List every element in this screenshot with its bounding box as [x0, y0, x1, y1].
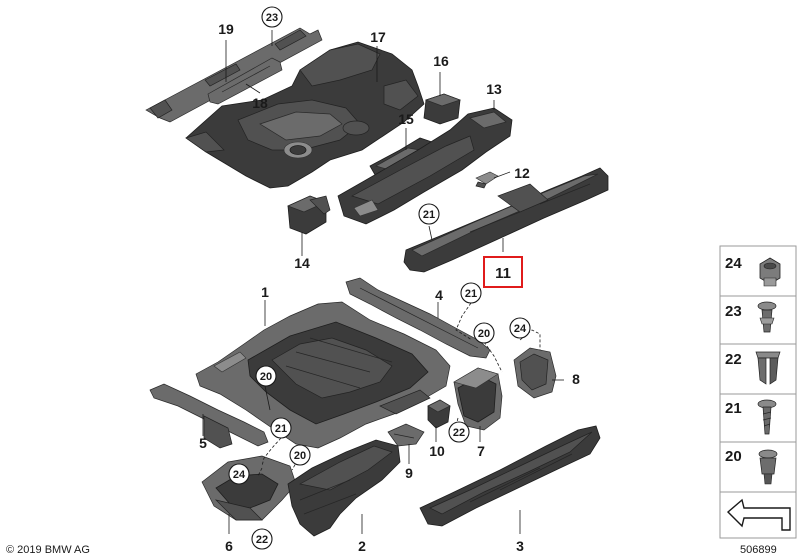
- part-2-foam-block: [287, 439, 401, 537]
- part-6-bin: [201, 455, 297, 521]
- diagram-id: 506899: [740, 544, 777, 556]
- circled-20-center: 20: [260, 371, 272, 383]
- part-9-tray: [387, 423, 425, 447]
- legend-item-22[interactable]: 22: [719, 343, 797, 395]
- legend-item-24[interactable]: 24: [719, 245, 797, 297]
- fastener-legend: 24 23 22: [719, 245, 797, 539]
- callout-17: 17: [370, 29, 386, 45]
- circled-callouts: 23 21 21 20 24 20 21 20 24 22 22: [228, 6, 531, 550]
- legend-number: 23: [725, 303, 742, 320]
- callout-19: 19: [218, 21, 234, 37]
- callout-4: 4: [435, 287, 443, 303]
- callout-10: 10: [429, 443, 445, 459]
- callout-5: 5: [199, 435, 207, 451]
- circled-22-bottom: 22: [256, 534, 268, 546]
- circled-20-lower: 20: [294, 450, 306, 462]
- legend-item-arrow[interactable]: [719, 491, 797, 539]
- callout-2: 2: [358, 538, 366, 554]
- part-4-strip: [345, 277, 491, 359]
- callout-14: 14: [294, 255, 310, 271]
- callout-9: 9: [405, 465, 413, 481]
- legend-number: 21: [725, 400, 742, 417]
- legend-number: 24: [725, 255, 742, 272]
- legend-item-21[interactable]: 21: [719, 393, 797, 443]
- callout-12: 12: [514, 165, 530, 181]
- part-7-bin: [453, 367, 503, 431]
- circled-21-lower: 21: [275, 423, 287, 435]
- part-17-trunk-floor: [185, 41, 425, 189]
- callout-7: 7: [477, 443, 485, 459]
- legend-number: 20: [725, 448, 742, 465]
- hex-nut-icon: [759, 257, 781, 287]
- callout-13: 13: [486, 81, 502, 97]
- part-12-clip: [475, 171, 499, 189]
- callout-15: 15: [398, 111, 414, 127]
- circled-24-panel: 24: [514, 323, 527, 335]
- legend-number: 22: [725, 351, 742, 368]
- copyright-text: © 2019 BMW AG: [6, 544, 90, 556]
- push-rivet-icon: [757, 301, 777, 333]
- screw-icon: [757, 399, 777, 435]
- callout-3: 3: [516, 538, 524, 554]
- part-1-floor-panel: [195, 301, 451, 449]
- circled-22-bin: 22: [453, 427, 465, 439]
- callout-numbers: 19 17 16 13 18 15 12 14 1 4 8 5 10 7 9 6…: [199, 21, 580, 554]
- part-11-side-bar: [403, 167, 609, 273]
- circled-20-floor: 20: [478, 328, 490, 340]
- clip-nut-icon: [758, 449, 778, 485]
- callout-1: 1: [261, 284, 269, 300]
- part-3-bar: [419, 425, 601, 527]
- callout-8: 8: [572, 371, 580, 387]
- callout-16: 16: [433, 53, 449, 69]
- callout-11-highlighted[interactable]: 11: [483, 256, 523, 288]
- circled-23: 23: [266, 12, 278, 24]
- part-18-strip: [207, 57, 283, 105]
- part-10-block: [427, 399, 451, 429]
- part-8-panel: [513, 347, 557, 399]
- circled-21-floor: 21: [465, 288, 477, 300]
- part-16-block: [423, 93, 462, 125]
- arrow-bracket-icon: [726, 498, 791, 531]
- callout-11: 11: [495, 265, 511, 282]
- circled-24-bin: 24: [233, 469, 246, 481]
- part-13-side-trim: [337, 107, 513, 225]
- legend-item-20[interactable]: 20: [719, 441, 797, 493]
- callout-18: 18: [252, 95, 268, 111]
- part-14-block: [287, 195, 331, 235]
- part-5-strip: [149, 383, 269, 449]
- circled-21-upper: 21: [423, 209, 435, 221]
- highlight-box: [483, 256, 523, 288]
- legend-item-23[interactable]: 23: [719, 295, 797, 345]
- callout-6: 6: [225, 538, 233, 554]
- expansion-clip-icon: [755, 351, 781, 385]
